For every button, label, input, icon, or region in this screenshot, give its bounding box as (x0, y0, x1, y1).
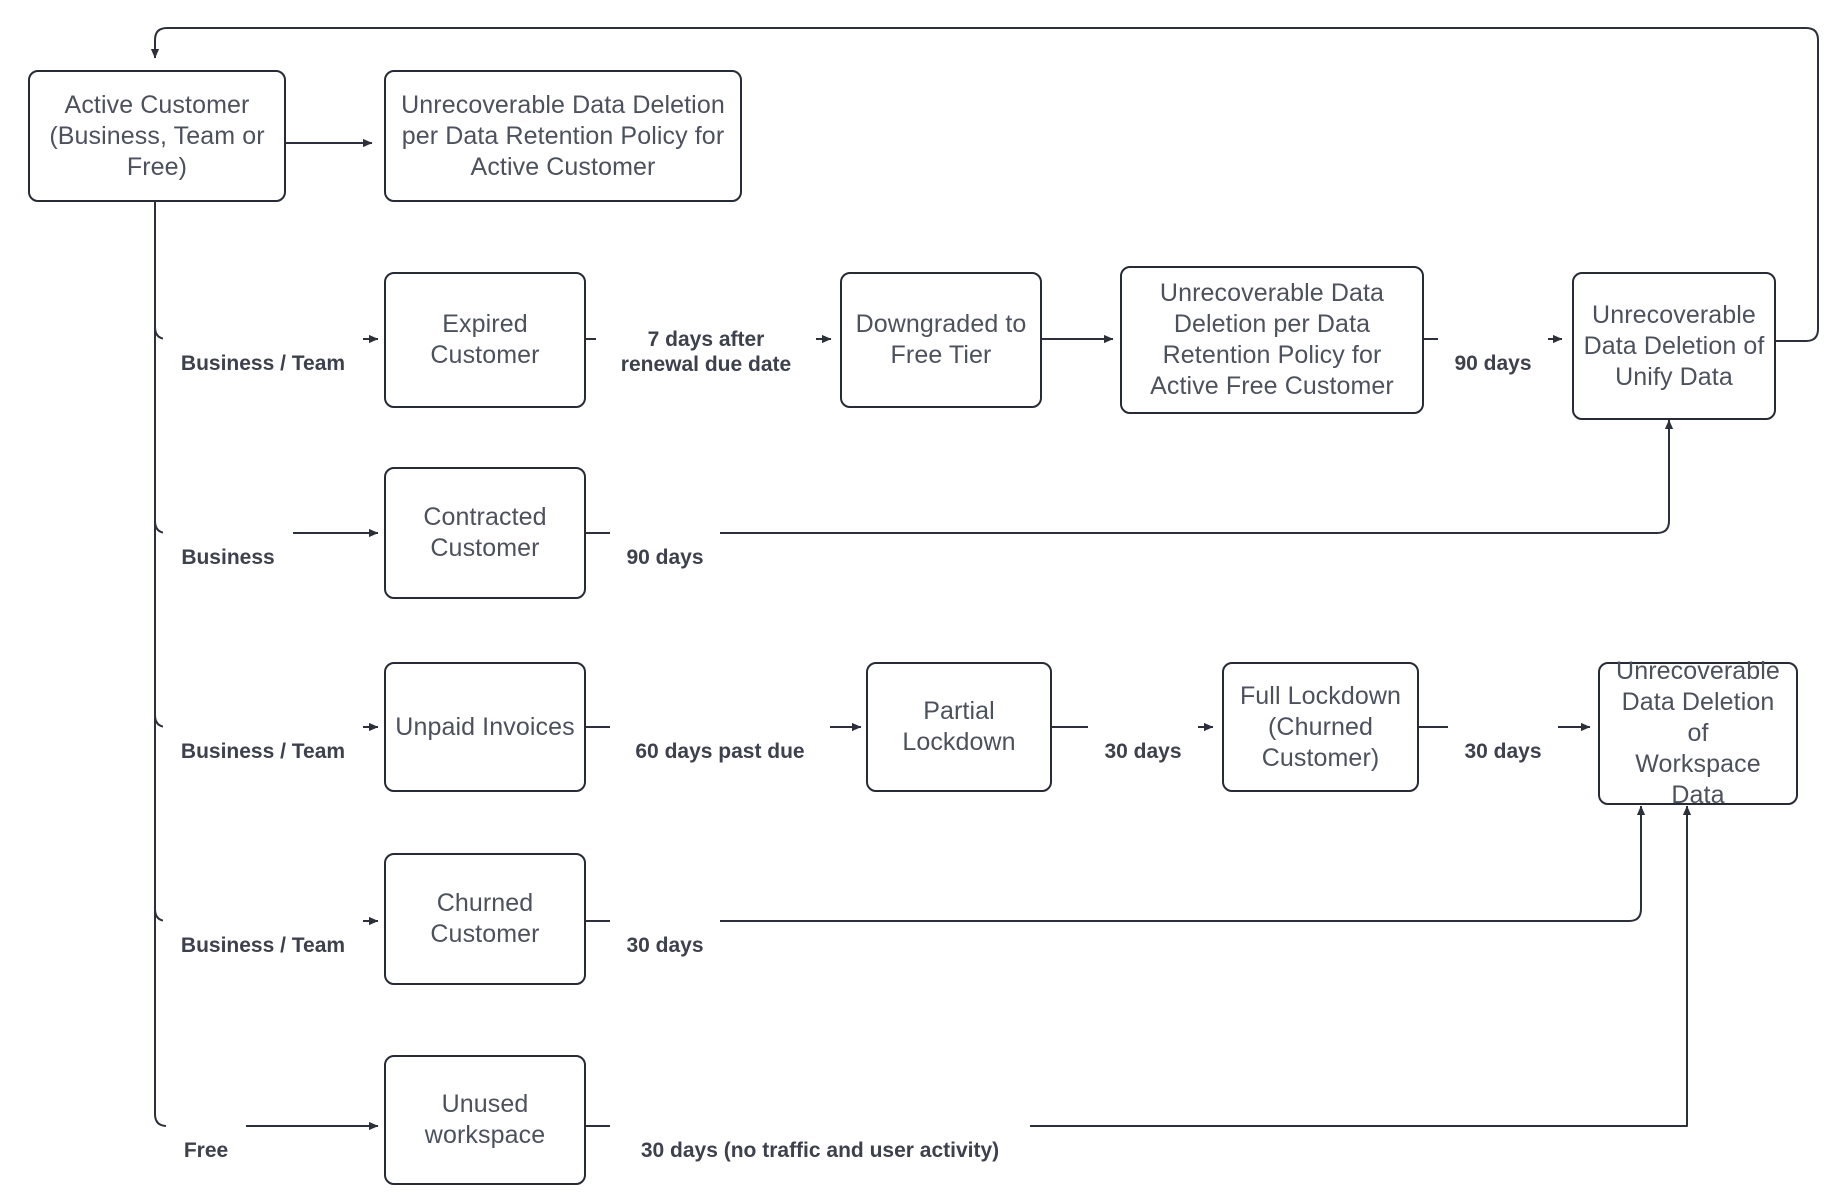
node-active-customer-label: Active Customer (Business, Team or Free) (49, 90, 265, 181)
node-unrecoverable-unify-data[interactable]: Unrecoverable Data Deletion of Unify Dat… (1572, 272, 1776, 420)
edge-label-branch-free: Free (166, 1113, 246, 1163)
edge-unused-to-workspace (586, 805, 1692, 1127)
node-partial-lockdown[interactable]: Partial Lockdown (866, 662, 1052, 792)
node-expired-customer-label: Expired Customer (430, 310, 540, 369)
edge-label-unused-to-workspace: 30 days (no traffic and user activity) (610, 1113, 1030, 1163)
node-downgraded-free-tier-label: Downgraded to Free Tier (855, 310, 1027, 369)
node-downgraded-free-tier[interactable]: Downgraded to Free Tier (840, 272, 1042, 408)
edge-label-full-to-workspace: 30 days (1448, 714, 1558, 764)
node-unrecoverable-free-customer-label: Unrecoverable Data Deletion per Data Ret… (1150, 279, 1394, 400)
node-unrecoverable-free-customer[interactable]: Unrecoverable Data Deletion per Data Ret… (1120, 266, 1424, 414)
node-full-lockdown-churned-label: Full Lockdown (Churned Customer) (1239, 681, 1402, 772)
node-expired-customer[interactable]: Expired Customer (384, 272, 586, 408)
node-unused-workspace-label: Unused workspace (424, 1090, 546, 1149)
node-unrecoverable-active-customer-label: Unrecoverable Data Deletion per Data Ret… (401, 90, 725, 181)
node-churned-customer[interactable]: Churned Customer (384, 853, 586, 985)
edge-label-unpaid-to-partial: 60 days past due (610, 714, 830, 764)
edge-label-churned-to-workspace: 30 days (610, 908, 720, 958)
edge-label-partial-to-full: 30 days (1088, 714, 1198, 764)
node-unrecoverable-workspace-data[interactable]: Unrecoverable Data Deletion of Workspace… (1598, 657, 1798, 809)
edge-label-contracted-to-unify: 90 days (610, 520, 720, 570)
node-contracted-customer-label: Contracted Customer (423, 503, 547, 562)
edge-label-branch-business-team-churned: Business / Team (163, 908, 363, 958)
edge-churned-to-workspace (586, 805, 1646, 922)
node-churned-customer-label: Churned Customer (430, 889, 540, 948)
node-contracted-customer[interactable]: Contracted Customer (384, 467, 586, 599)
node-unused-workspace[interactable]: Unused workspace (384, 1055, 586, 1185)
node-unrecoverable-unify-data-label: Unrecoverable Data Deletion of Unify Dat… (1583, 300, 1765, 391)
node-unpaid-invoices[interactable]: Unpaid Invoices (384, 662, 586, 792)
node-full-lockdown-churned[interactable]: Full Lockdown (Churned Customer) (1222, 662, 1419, 792)
node-active-customer[interactable]: Active Customer (Business, Team or Free) (28, 70, 286, 202)
node-unrecoverable-active-customer[interactable]: Unrecoverable Data Deletion per Data Ret… (384, 70, 742, 202)
edge-label-branch-business-contracted: Business (163, 520, 293, 570)
node-partial-lockdown-label: Partial Lockdown (902, 697, 1016, 756)
edge-contracted-to-unify (586, 419, 1674, 534)
node-unpaid-invoices-label: Unpaid Invoices (395, 712, 575, 741)
edge-label-branch-business-team-unpaid: Business / Team (163, 714, 363, 764)
node-unrecoverable-workspace-data-label: Unrecoverable Data Deletion of Workspace… (1616, 657, 1780, 809)
edge-label-unrecfree-to-unify: 90 days (1438, 326, 1548, 376)
edge-label-branch-business-team-expired: Business / Team (163, 326, 363, 376)
edge-label-expired-to-downgraded: 7 days after renewal due date (596, 302, 816, 377)
